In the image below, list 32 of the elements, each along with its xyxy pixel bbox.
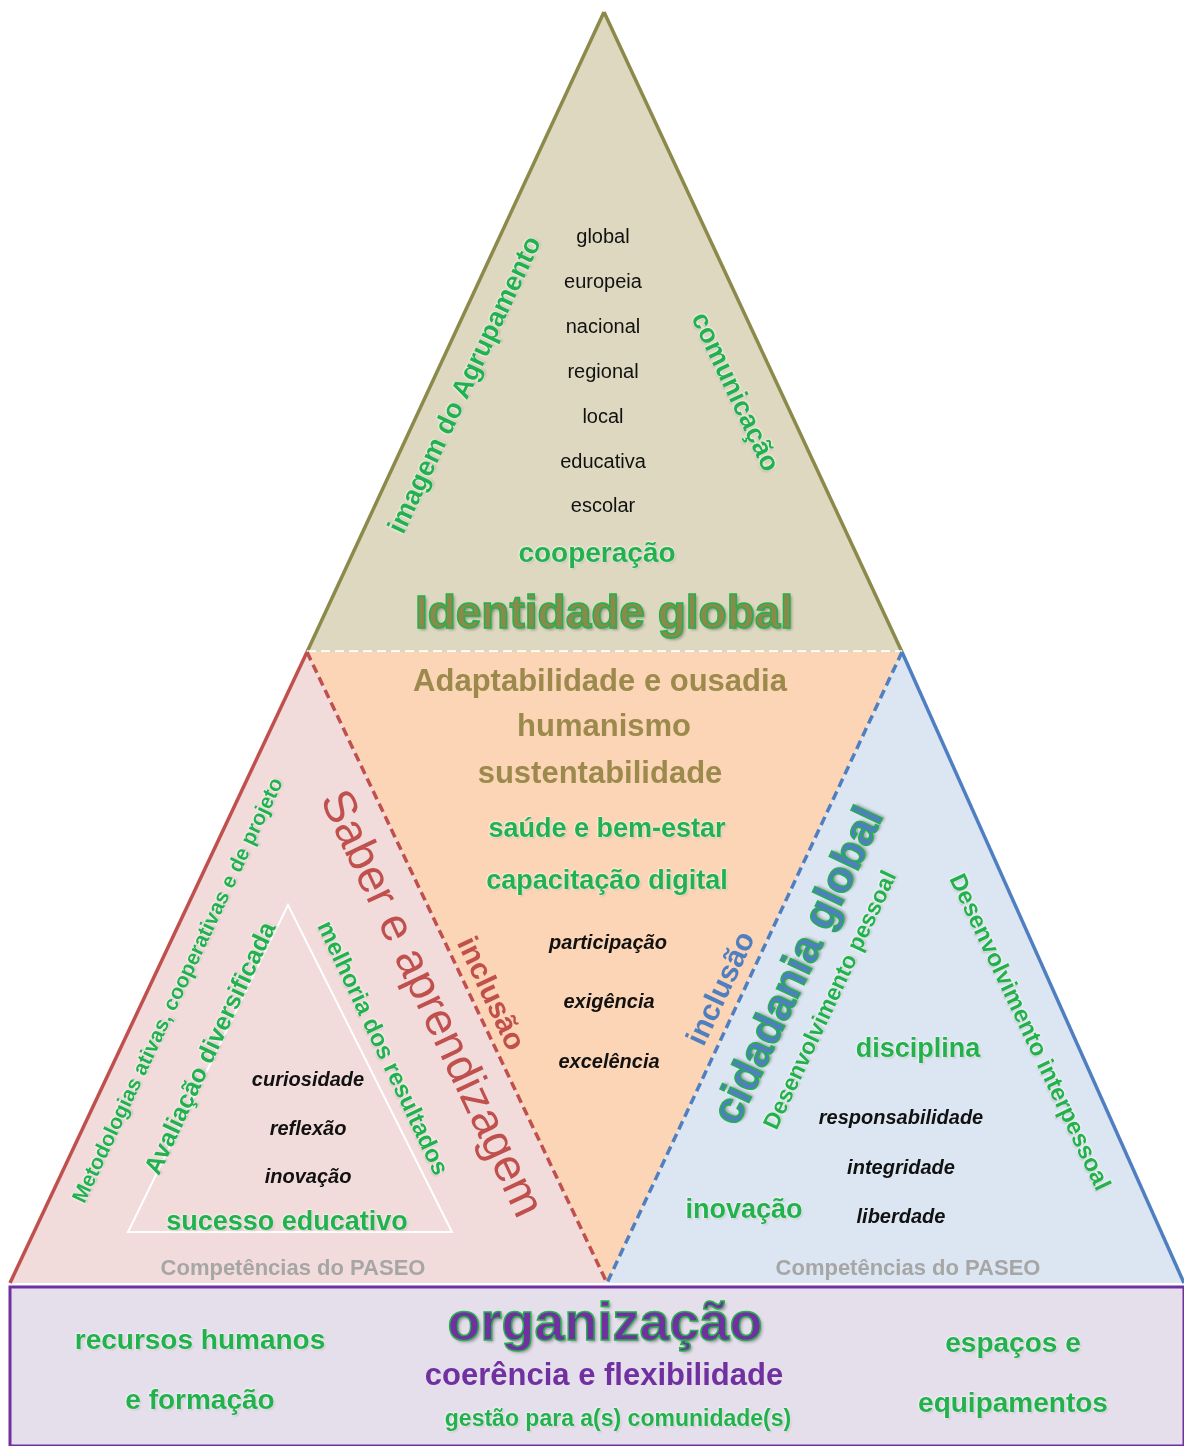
keyword-label: cooperação xyxy=(518,537,676,569)
value-label: sustentabilidade xyxy=(477,755,723,791)
attitude-label: excelência xyxy=(558,1050,660,1072)
band-panel xyxy=(10,1287,1184,1446)
scope-label: local xyxy=(582,405,624,427)
attitude-label: exigência xyxy=(563,990,655,1012)
scope-label: regional xyxy=(567,360,639,382)
attitude-label: curiosidade xyxy=(251,1068,365,1090)
scope-label: escolar xyxy=(570,494,636,516)
competencies-caption: Competências do PASEO xyxy=(160,1255,426,1281)
section-title: Identidade global xyxy=(414,586,794,638)
value-label: humanismo xyxy=(517,708,691,744)
value-label: coerência e flexibilidade xyxy=(424,1357,784,1393)
triangle-panel xyxy=(307,12,902,652)
attitude-label: participação xyxy=(549,931,667,953)
keyword-label: recursos humanos e formação xyxy=(73,1323,327,1417)
scope-label: nacional xyxy=(565,315,641,337)
keyword-label: saúde e bem-estar xyxy=(488,814,726,844)
keyword-label: espaços e equipamentos xyxy=(917,1326,1109,1420)
attitude-label: liberdade xyxy=(856,1205,946,1227)
keyword-label: inovação xyxy=(685,1195,803,1225)
keyword-label: gestão para a(s) comunidade(s) xyxy=(444,1406,792,1432)
keyword-label: capacitação digital xyxy=(486,866,728,896)
scope-label: global xyxy=(576,225,630,247)
attitude-label: reflexão xyxy=(269,1117,347,1139)
competencies-caption: Competências do PASEO xyxy=(775,1255,1041,1281)
attitude-label: integridade xyxy=(847,1156,955,1178)
scope-label: europeia xyxy=(564,270,642,292)
scope-label: educativa xyxy=(560,450,646,472)
section-title: organização xyxy=(447,1292,763,1352)
value-label: Adaptabilidade e ousadia xyxy=(413,663,787,699)
attitude-label: inovação xyxy=(264,1165,352,1187)
